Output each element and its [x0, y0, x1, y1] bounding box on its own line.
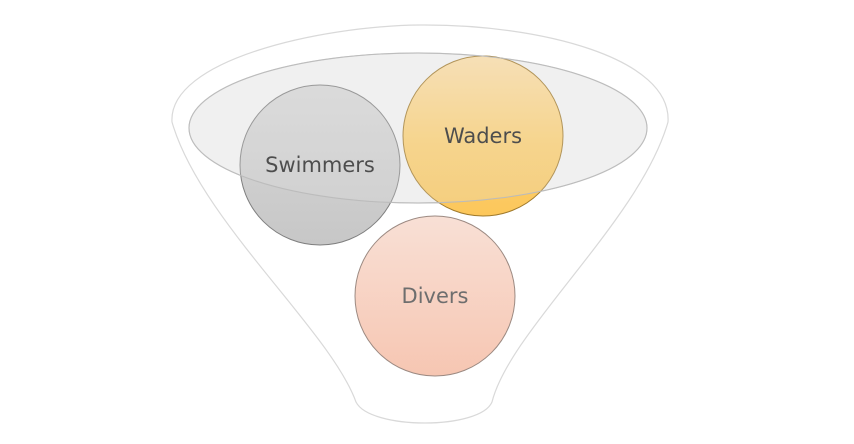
bubble-swimmers-circle — [239, 84, 401, 246]
bubble-swimmers: Swimmers — [239, 84, 401, 246]
bubble-divers-circle — [354, 215, 516, 377]
bubble-divers-label: Divers — [402, 284, 469, 308]
bubble-swimmers-label: Swimmers — [265, 153, 375, 177]
funnel-rim-front — [188, 52, 648, 204]
bubble-waders-label: Waders — [444, 124, 522, 148]
bubble-divers: Divers — [354, 215, 516, 377]
